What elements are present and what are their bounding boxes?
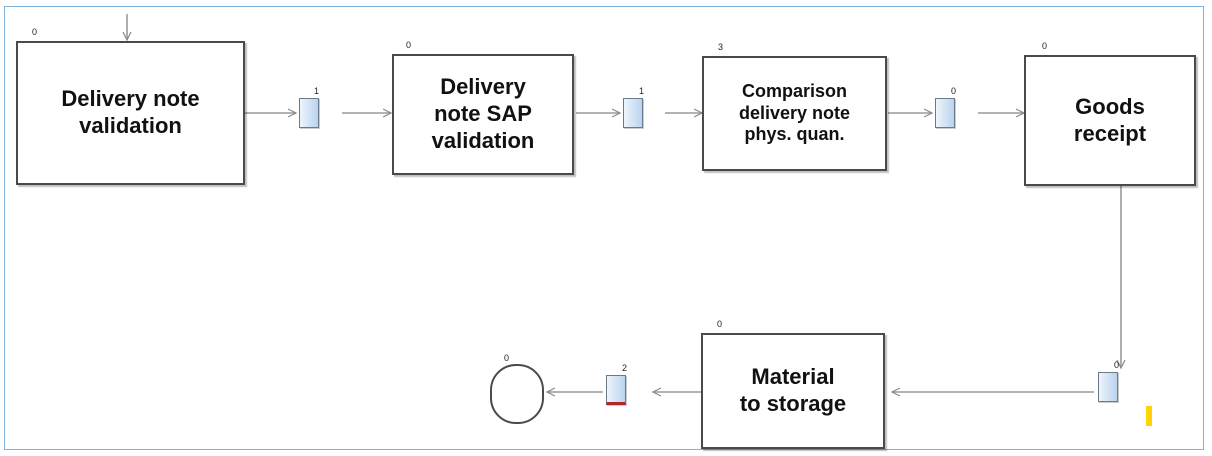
queue-count: 0 <box>951 86 957 96</box>
process-sink[interactable] <box>490 364 544 424</box>
station-count: 0 <box>717 319 723 329</box>
station-comparison-delivery-note[interactable]: Comparison delivery note phys. quan. <box>702 56 887 171</box>
queue-count: 2 <box>622 363 628 373</box>
station-count: 0 <box>32 27 38 37</box>
station-count: 0 <box>406 40 412 50</box>
station-label: Material to storage <box>739 364 847 416</box>
queue-buffer[interactable] <box>623 98 643 128</box>
queue-count: 1 <box>639 86 645 96</box>
station-label: Comparison delivery note phys. quan. <box>738 80 851 145</box>
station-material-to-storage[interactable]: Material to storage <box>701 333 885 449</box>
sink-count: 0 <box>504 353 510 363</box>
queue-buffer[interactable] <box>1098 372 1118 402</box>
station-count: 0 <box>1042 41 1048 51</box>
queue-buffer[interactable] <box>299 98 319 128</box>
diagram-frame <box>4 6 1204 450</box>
station-goods-receipt[interactable]: Goods receipt <box>1024 55 1196 186</box>
station-count: 3 <box>718 42 724 52</box>
station-label: Goods receipt <box>1073 93 1147 146</box>
station-label: Delivery note validation <box>61 86 200 138</box>
yellow-marker <box>1146 406 1152 426</box>
station-label: Delivery note SAP validation <box>431 74 535 153</box>
queue-count: 1 <box>314 86 320 96</box>
queue-count: 0 <box>1114 360 1120 370</box>
queue-buffer[interactable] <box>606 375 626 405</box>
station-delivery-note-sap-validation[interactable]: Delivery note SAP validation <box>392 54 574 175</box>
station-delivery-note-validation[interactable]: Delivery note validation <box>16 41 245 185</box>
queue-buffer[interactable] <box>935 98 955 128</box>
